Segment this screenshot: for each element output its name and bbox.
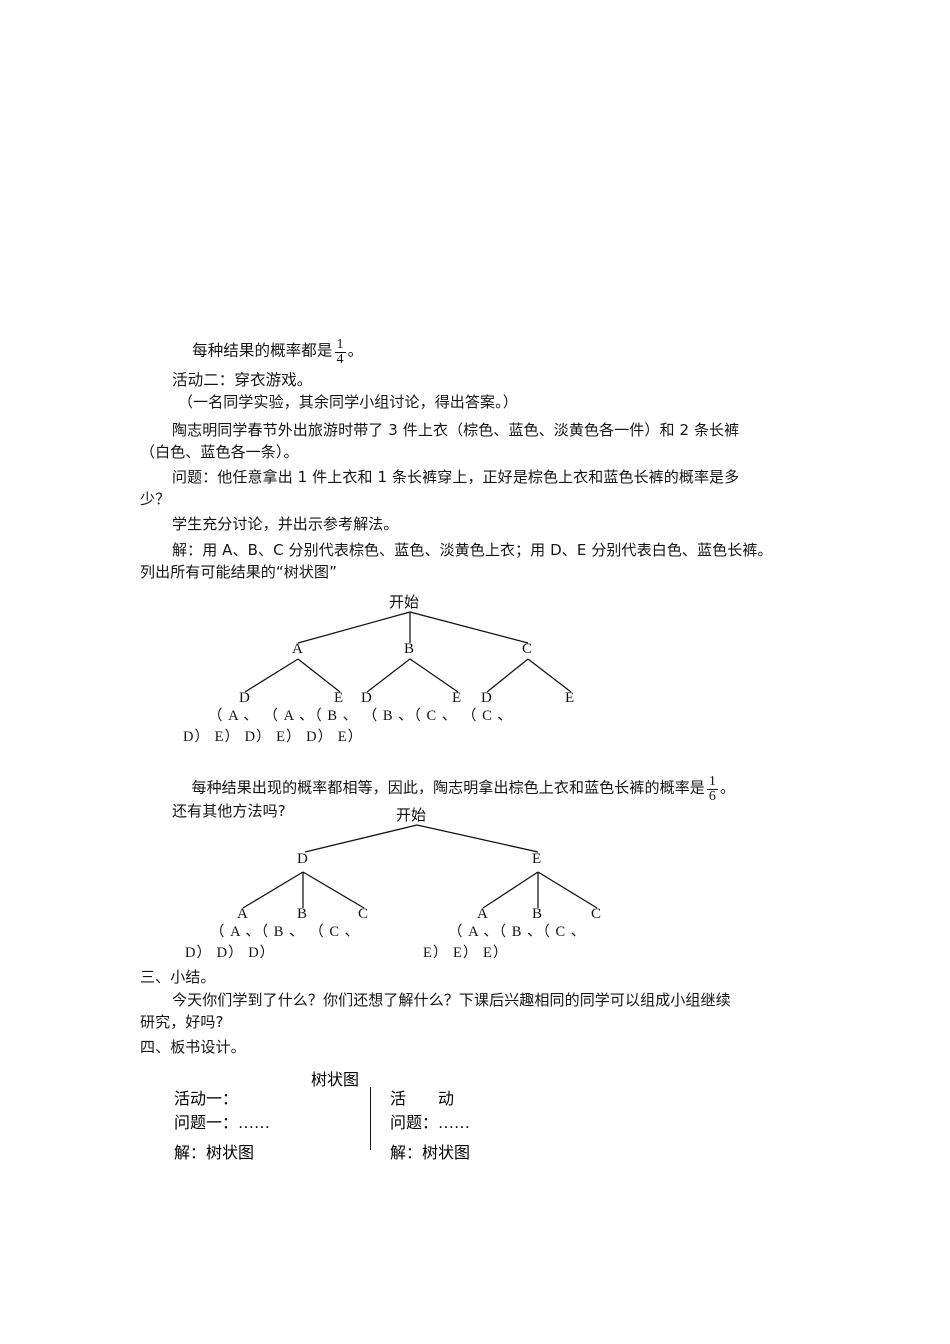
fraction-denominator: 4 — [336, 351, 344, 367]
paragraph-discuss: 学生充分讨论，并出示参考解法。 — [172, 515, 399, 533]
tree1-node-c: C — [522, 641, 533, 657]
paragraph-question: 问题：他任意拿出 1 件上衣和 1 条长裤穿上，正好是棕色上衣和蓝色长裤的概率是… — [140, 468, 740, 508]
board-design-divider — [370, 1087, 371, 1150]
paragraph-other-methods: 还有其他方法吗? — [172, 802, 286, 820]
tree2-edge-e-c — [537, 871, 598, 909]
board-right-row-3: 解：树状图 — [390, 1145, 471, 1162]
tree2-outcomes-right-line-1: （ A 、（ B 、（ C 、 — [448, 924, 587, 940]
tree2-edge-root-e — [416, 824, 539, 853]
paragraph-summary: 今天你们学到了什么？你们还想了解什么？下课后兴趣相同的同学可以组成小组继续 研究… — [140, 991, 731, 1031]
board-right-row-1: 活 动 — [390, 1091, 455, 1108]
tree2-edge-d-a — [242, 871, 304, 909]
tree1-edge-root-a — [297, 611, 411, 644]
tree2-node-d: D — [297, 851, 308, 867]
paragraph-activity-two-heading: 活动二：穿衣游戏。 — [172, 371, 313, 389]
tree2-edge-root-d — [304, 824, 418, 853]
tree1-node-a: A — [292, 641, 303, 657]
tree1-node-b: B — [404, 641, 415, 657]
tree2-leaf-c-1: C — [358, 906, 369, 922]
tree2-leaf-a-1: A — [237, 906, 248, 922]
fraction-numerator: 1 — [708, 773, 716, 789]
paragraph-solution: 解：用 A、B、C 分别代表棕色、蓝色、淡黄色上衣；用 D、E 分别代表白色、蓝… — [140, 541, 773, 581]
tree2-outcomes-left-line-2: D） D） D） — [185, 945, 276, 961]
equal-prob-text: 每种结果出现的概率都相等，因此，陶志明拿出棕色上衣和蓝色长裤的概率是 — [191, 778, 705, 797]
paragraph-story: 陶志明同学春节外出旅游时带了 3 件上衣（棕色、蓝色、淡黄色各一件）和 2 条长… — [140, 421, 740, 461]
tree1-leaf-e-2: E — [452, 690, 462, 706]
tree2-outcomes-left-line-1: （ A 、（ B 、 （ C 、 — [210, 924, 361, 940]
board-design-title: 树状图 — [311, 1072, 360, 1089]
tree2-root-label: 开始 — [396, 806, 427, 824]
paragraph-section-three-heading: 三、小结。 — [140, 968, 216, 986]
tree2-leaf-a-2: A — [477, 906, 488, 922]
tree2-edge-d-c — [302, 871, 365, 909]
tree1-leaf-d-2: D — [361, 690, 372, 706]
paragraph-activity-two-note: （一名同学实验，其余同学小组讨论，得出答案。） — [178, 395, 518, 411]
board-design-right-column: 活 动 问题：…… 解：树状图 — [390, 1088, 470, 1166]
board-left-row-3: 解：树状图 — [174, 1145, 255, 1162]
tree1-edge-a-d — [244, 658, 299, 693]
fraction-numerator: 1 — [336, 336, 344, 352]
tree1-edge-b-d — [366, 658, 411, 693]
board-left-row-2: 问题一：…… — [174, 1115, 271, 1132]
board-design-left-column: 活动一： 问题一：…… 解：树状图 — [174, 1088, 270, 1166]
board-left-row-1: 活动一： — [174, 1091, 239, 1108]
tree1-edge-c-d — [486, 658, 529, 693]
prob-quarter-text: 每种结果的概率都是 — [192, 341, 333, 360]
tree1-root-label: 开始 — [389, 593, 420, 611]
tree1-leaf-e-1: E — [334, 690, 344, 706]
equal-prob-period: 。 — [720, 778, 736, 797]
tree2-edge-e-a — [482, 871, 539, 909]
fraction-bar — [706, 788, 718, 790]
tree2-node-e: E — [532, 851, 542, 867]
tree1-edge-root-c — [409, 611, 529, 644]
prob-quarter-period: 。 — [347, 341, 364, 360]
fraction-bar — [334, 351, 346, 353]
tree2-leaf-c-2: C — [591, 906, 602, 922]
tree2-leaf-b-2: B — [532, 906, 543, 922]
board-right-row-2: 问题：…… — [390, 1115, 471, 1132]
tree2-outcomes-right-line-2: E） E） E） — [423, 945, 509, 961]
tree1-edge-c-e — [527, 658, 572, 693]
paragraph-section-four-heading: 四、板书设计。 — [140, 1038, 246, 1056]
tree1-leaf-d-1: D — [239, 690, 250, 706]
tree2-leaf-b-1: B — [297, 906, 308, 922]
tree1-outcomes-line-2: D） E） D） E） D） E） — [183, 729, 364, 745]
tree1-outcomes-line-1: （ A 、 （ A 、（ B 、 （ B 、（ C 、 （ C 、 — [208, 708, 513, 724]
tree1-leaf-d-3: D — [481, 690, 492, 706]
fraction-denominator: 6 — [708, 788, 716, 804]
tree1-edge-a-e — [297, 658, 341, 693]
tree1-edge-b-e — [409, 658, 459, 693]
tree1-leaf-e-3: E — [565, 690, 575, 706]
